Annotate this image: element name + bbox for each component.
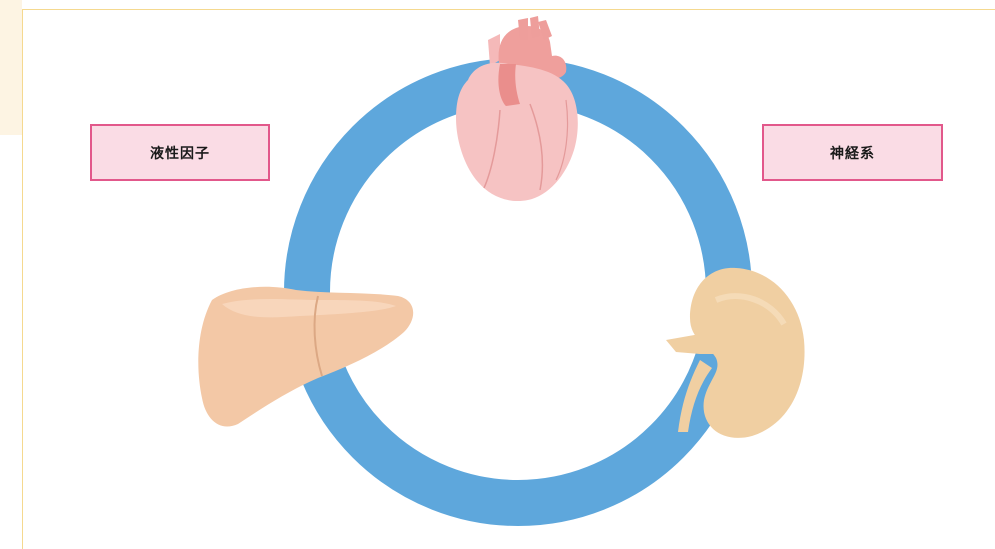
liver-icon [198,287,413,427]
label-nervous-system-text: 神経系 [830,143,875,163]
label-nervous-system: 神経系 [762,124,943,181]
label-humoral-factors-text: 液性因子 [150,143,210,163]
kidney-icon [666,268,805,438]
heart-icon [456,16,578,201]
label-humoral-factors: 液性因子 [90,124,270,181]
